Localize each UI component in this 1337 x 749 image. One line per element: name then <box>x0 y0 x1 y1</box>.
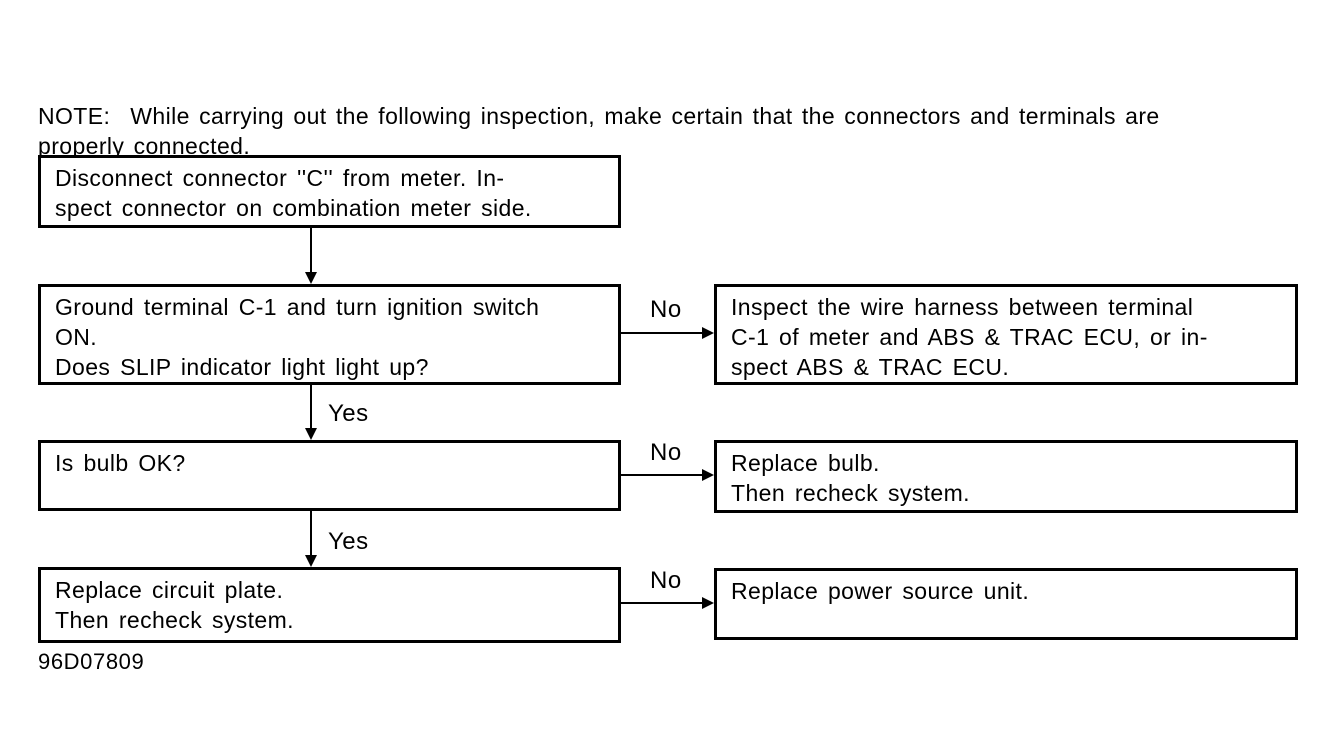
connector-step2-result1-line <box>621 332 703 334</box>
connector-step1-step2-line <box>310 228 312 274</box>
no-branch-label: No <box>650 296 682 323</box>
arrow-right-icon <box>702 469 714 481</box>
note-label: NOTE: <box>38 103 111 129</box>
note-paragraph: NOTE:While carrying out the following in… <box>38 71 1314 161</box>
flow-step-disconnect-connector: Disconnect connector ''C'' from meter. I… <box>38 155 621 228</box>
arrow-down-icon <box>305 428 317 440</box>
flow-step-is-bulb-ok: Is bulb OK? <box>38 440 621 511</box>
yes-branch-label: Yes <box>328 528 369 555</box>
connector-step3-step4-line <box>310 511 312 555</box>
flow-step-replace-circuit-plate: Replace circuit plate. Then recheck syst… <box>38 567 621 643</box>
no-branch-label: No <box>650 567 682 594</box>
connector-step3-result2-line <box>621 474 703 476</box>
flow-result-replace-power-source: Replace power source unit. <box>714 568 1298 640</box>
connector-step2-step3-line <box>310 385 312 428</box>
arrow-down-icon <box>305 555 317 567</box>
figure-code: 96D07809 <box>38 649 145 674</box>
flow-result-replace-bulb: Replace bulb. Then recheck system. <box>714 440 1298 513</box>
flow-step-ground-terminal: Ground terminal C-1 and turn ignition sw… <box>38 284 621 385</box>
arrow-right-icon <box>702 597 714 609</box>
arrow-down-icon <box>305 272 317 284</box>
flow-result-inspect-wire-harness: Inspect the wire harness between termina… <box>714 284 1298 385</box>
no-branch-label: No <box>650 439 682 466</box>
arrow-right-icon <box>702 327 714 339</box>
connector-step4-result3-line <box>621 602 703 604</box>
yes-branch-label: Yes <box>328 400 369 427</box>
note-text: While carrying out the following inspect… <box>38 103 1160 159</box>
